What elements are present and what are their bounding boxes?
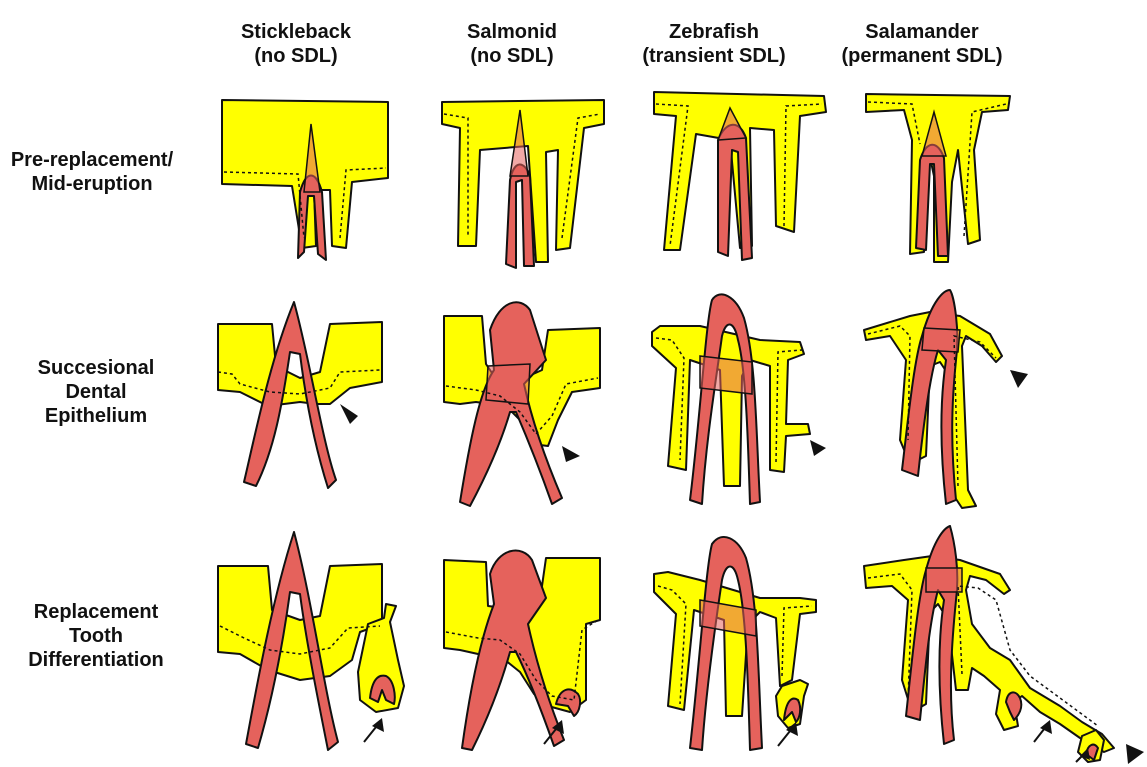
panel-salmonid-rep [444, 551, 600, 750]
arrowhead-marker [1010, 370, 1028, 388]
panel-salmonid-pre [442, 100, 604, 268]
panel-salmonid-sdl [444, 302, 600, 506]
arrowhead-marker [810, 440, 826, 456]
panel-salamander-pre [866, 94, 1010, 262]
panel-stickleback-sdl [218, 302, 382, 488]
arrowhead-marker [562, 446, 580, 462]
panel-zebrafish-sdl [652, 294, 826, 504]
panel-stickleback-pre [222, 100, 388, 260]
arrowhead-marker [340, 404, 358, 424]
panel-salamander-rep [864, 526, 1144, 764]
panel-zebrafish-pre [654, 92, 826, 260]
panel-zebrafish-rep [654, 537, 816, 750]
panel-stickleback-rep [218, 532, 404, 750]
panel-salamander-sdl [864, 290, 1028, 508]
arrowhead-marker [1126, 744, 1144, 764]
